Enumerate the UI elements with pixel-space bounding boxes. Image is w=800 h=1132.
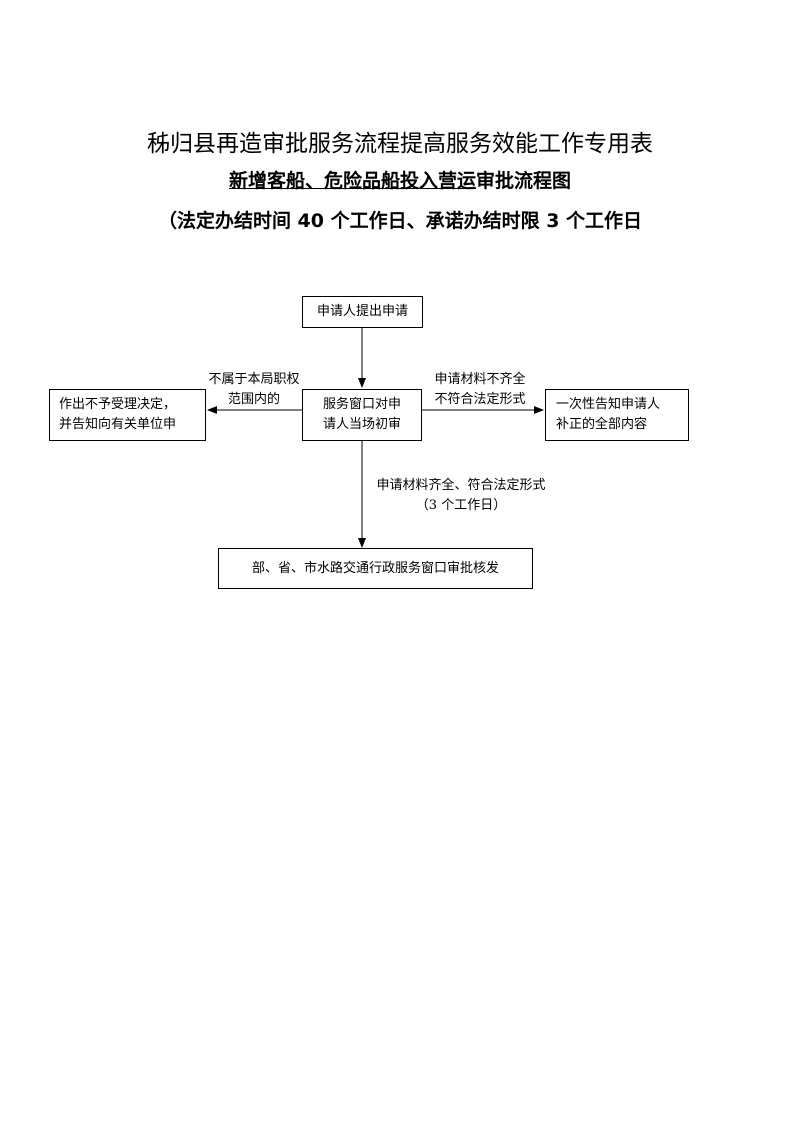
label-incomplete-1: 申请材料不齐全: [434, 372, 526, 387]
flowchart-title-rest: 审批流程图: [476, 170, 572, 192]
label-incomplete: 申请材料不齐全 不符合法定形式: [424, 370, 536, 410]
flowchart-title-underlined: 新增客船、危险品船投入营运: [228, 170, 476, 192]
supplement-line-2: 补正的全部内容: [556, 417, 648, 432]
label-out-of-scope-2: 范围内的: [227, 392, 280, 407]
supplement-box: 一次性告知申请人 补正的全部内容: [545, 389, 689, 441]
label-complete-2: （3 个工作日）: [415, 498, 507, 513]
approval-box: 部、省、市水路交通行政服务窗口审批核发: [218, 548, 533, 589]
label-incomplete-2: 不符合法定形式: [434, 392, 526, 407]
reject-line-1: 作出不予受理决定，: [59, 397, 177, 412]
page-title: 秭归县再造审批服务流程提高服务效能工作专用表: [147, 131, 653, 157]
label-complete-1: 申请材料齐全、符合法定形式: [376, 478, 546, 493]
reject-line-2: 并告知向有关单位申: [59, 417, 177, 432]
label-out-of-scope: 不属于本局职权 范围内的: [200, 370, 308, 410]
center-review-box: 服务窗口对申 请人当场初审: [302, 389, 422, 441]
supplement-line-1: 一次性告知申请人: [556, 397, 661, 412]
label-out-of-scope-1: 不属于本局职权: [208, 372, 300, 387]
center-line-2: 请人当场初审: [322, 417, 401, 432]
start-box: 申请人提出申请: [302, 296, 423, 328]
reject-box: 作出不予受理决定， 并告知向有关单位申: [49, 389, 206, 441]
time-limit-note: （法定办结时间 40 个工作日、承诺办结时限 3 个工作日: [157, 210, 643, 232]
center-line-1: 服务窗口对申: [322, 397, 401, 412]
label-complete: 申请材料齐全、符合法定形式 （3 个工作日）: [366, 476, 556, 516]
approval-text: 部、省、市水路交通行政服务窗口审批核发: [251, 560, 499, 576]
start-text: 申请人提出申请: [316, 304, 408, 319]
flowchart-title: 新增客船、危险品船投入营运审批流程图: [0, 166, 800, 193]
